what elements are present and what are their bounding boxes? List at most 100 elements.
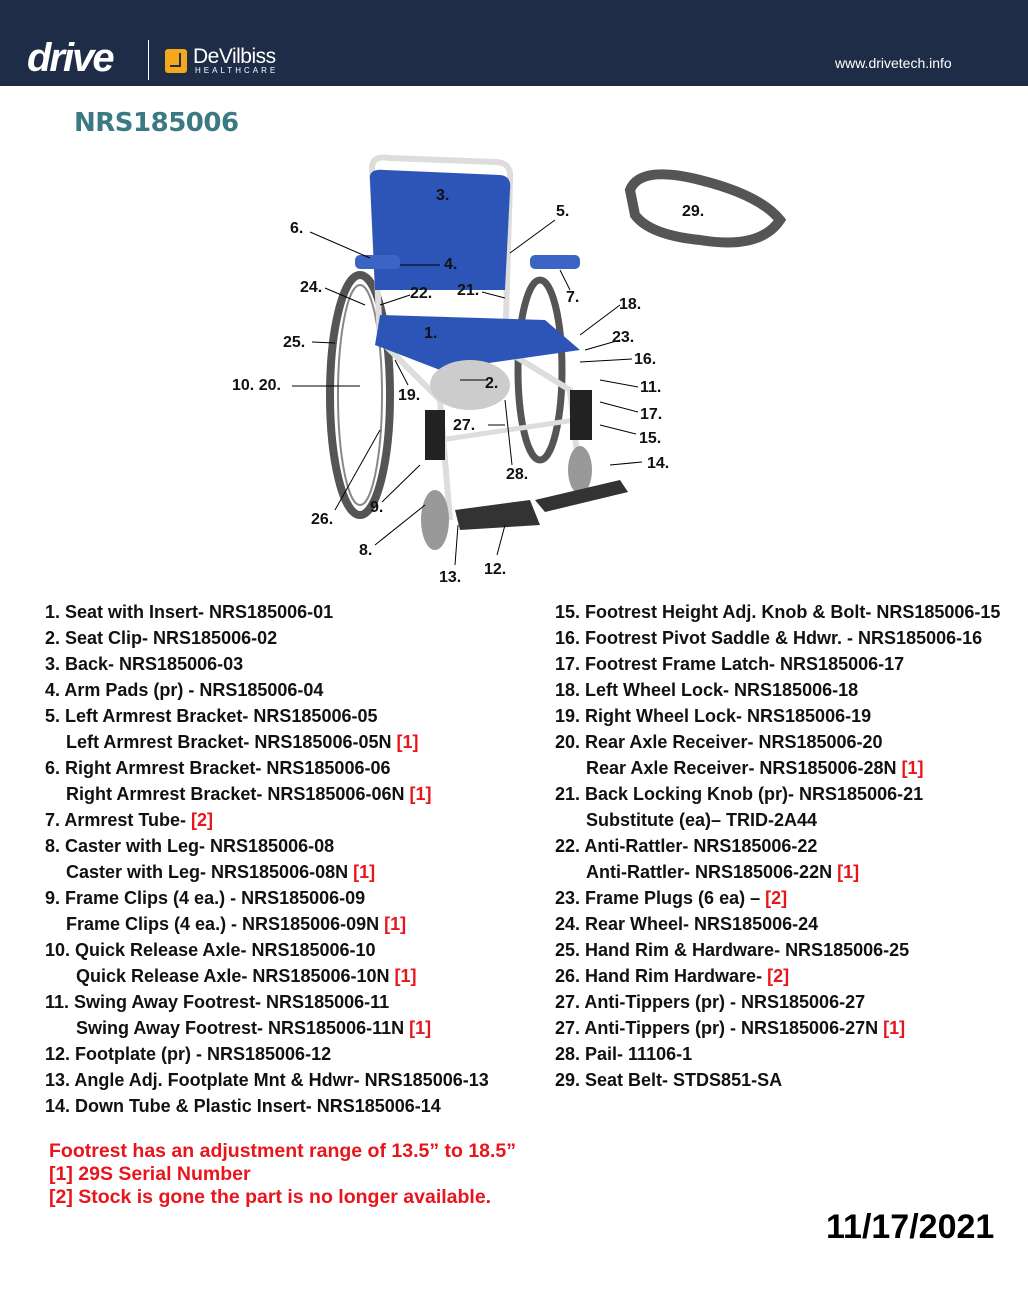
part-list-item: 17. Footrest Frame Latch- NRS185006-17 — [555, 651, 1000, 677]
part-description: 3. Back- NRS185006-03 — [45, 654, 244, 674]
callout-label: 10. 20. — [232, 377, 281, 394]
part-description: Anti-Rattler- NRS185006-22N — [586, 862, 833, 882]
part-list-item: 24. Rear Wheel- NRS185006-24 — [555, 911, 1000, 937]
footrest-range-note: Footrest has an adjustment range of 13.5… — [49, 1140, 517, 1162]
callout-label: 15. — [639, 430, 662, 447]
part-description: 27. Anti-Tippers (pr) - NRS185006-27 — [555, 992, 866, 1012]
callout-label: 26. — [311, 511, 334, 528]
part-list-item: 11. Swing Away Footrest- NRS185006-11 — [45, 989, 489, 1015]
part-list-item: Quick Release Axle- NRS185006-10N [1] — [45, 963, 489, 989]
callout-label: 6. — [290, 220, 304, 237]
part-list-item: 27. Anti-Tippers (pr) - NRS185006-27N [1… — [555, 1015, 1000, 1041]
part-description: Quick Release Axle- NRS185006-10N — [76, 966, 390, 986]
part-list-item: 26. Hand Rim Hardware- [2] — [555, 963, 1000, 989]
footnote-2: [2] Stock is gone the part is no longer … — [49, 1186, 492, 1208]
part-list-item: 18. Left Wheel Lock- NRS185006-18 — [555, 677, 1000, 703]
part-list-item: 3. Back- NRS185006-03 — [45, 651, 489, 677]
part-list-item: 19. Right Wheel Lock- NRS185006-19 — [555, 703, 1000, 729]
part-list-item: 22. Anti-Rattler- NRS185006-22 — [555, 833, 1000, 859]
footnote-marker: [1] — [901, 758, 924, 778]
footnote-marker: [2] — [767, 966, 790, 986]
callout-label: 12. — [484, 561, 507, 578]
callout-label: 4. — [444, 256, 458, 273]
callout-label: 28. — [506, 466, 529, 483]
part-list-item: 5. Left Armrest Bracket- NRS185006-05 — [45, 703, 489, 729]
part-list-item: Swing Away Footrest- NRS185006-11N [1] — [45, 1015, 489, 1041]
devilbiss-logo: DeVilbiss — [193, 45, 276, 68]
part-list-item: Left Armrest Bracket- NRS185006-05N [1] — [45, 729, 489, 755]
part-description: Caster with Leg- NRS185006-08N — [66, 862, 349, 882]
callout-label: 18. — [619, 296, 642, 313]
part-description: 14. Down Tube & Plastic Insert- NRS18500… — [45, 1096, 441, 1116]
part-list-item: 8. Caster with Leg- NRS185006-08 — [45, 833, 489, 859]
footnote-marker: [2] — [765, 888, 788, 908]
callout-label: 17. — [640, 406, 663, 423]
footnotes: Footrest has an adjustment range of 13.5… — [49, 1140, 516, 1209]
part-list-item: 10. Quick Release Axle- NRS185006-10 — [45, 937, 489, 963]
part-description: 11. Swing Away Footrest- NRS185006-11 — [45, 992, 390, 1012]
callout-label: 14. — [647, 455, 670, 472]
footnote-marker: [1] — [409, 1018, 432, 1038]
part-description: 17. Footrest Frame Latch- NRS185006-17 — [555, 654, 905, 674]
part-description: 29. Seat Belt- STDS851-SA — [555, 1070, 783, 1090]
devilbiss-logo-icon — [165, 49, 187, 73]
callout-label: 5. — [556, 203, 570, 220]
part-description: 28. Pail- 11106-1 — [555, 1044, 693, 1064]
logo-divider — [148, 40, 149, 80]
part-description: Right Armrest Bracket- NRS185006-06N — [66, 784, 405, 804]
callout-label: 13. — [439, 569, 462, 586]
part-list-item: 20. Rear Axle Receiver- NRS185006-20 — [555, 729, 1000, 755]
callout-label: 8. — [359, 542, 373, 559]
part-list-item: 27. Anti-Tippers (pr) - NRS185006-27 — [555, 989, 1000, 1015]
part-description: 22. Anti-Rattler- NRS185006-22 — [555, 836, 818, 856]
part-list-item: 7. Armrest Tube- [2] — [45, 807, 489, 833]
part-description: Frame Clips (4 ea.) - NRS185006-09N — [66, 914, 380, 934]
part-description: 7. Armrest Tube- — [45, 810, 187, 830]
part-list-item: Right Armrest Bracket- NRS185006-06N [1] — [45, 781, 489, 807]
callout-label: 2. — [485, 375, 499, 392]
part-description: Left Armrest Bracket- NRS185006-05N — [66, 732, 392, 752]
website-url[interactable]: www.drivetech.info — [835, 55, 952, 71]
part-list-item: Anti-Rattler- NRS185006-22N [1] — [555, 859, 1000, 885]
part-description: 12. Footplate (pr) - NRS185006-12 — [45, 1044, 332, 1064]
callout-label: 21. — [457, 282, 480, 299]
part-description: 23. Frame Plugs (6 ea) – — [555, 888, 761, 908]
model-number-title: NRS185006 — [74, 108, 239, 138]
part-list-item: 9. Frame Clips (4 ea.) - NRS185006-09 — [45, 885, 489, 911]
part-list-item: 15. Footrest Height Adj. Knob & Bolt- NR… — [555, 599, 1000, 625]
part-description: 15. Footrest Height Adj. Knob & Bolt- NR… — [555, 602, 1001, 622]
part-list-item: 21. Back Locking Knob (pr)- NRS185006-21 — [555, 781, 1000, 807]
callout-label: 11. — [640, 379, 662, 396]
header-bar: drive DeVilbiss HEALTHCARE www.drivetech… — [0, 0, 1028, 86]
part-list-item: 29. Seat Belt- STDS851-SA — [555, 1067, 1000, 1093]
document-date: 11/17/2021 — [826, 1208, 995, 1246]
callout-label: 24. — [300, 279, 323, 296]
exploded-parts-diagram: 3. 5. 29. 6. 4. 24. 22. 21. 7. 18. 25. 1… — [0, 140, 1028, 590]
part-list-item: 1. Seat with Insert- NRS185006-01 — [45, 599, 489, 625]
footnote-marker: [1] — [837, 862, 860, 882]
part-description: 26. Hand Rim Hardware- — [555, 966, 763, 986]
part-description: 18. Left Wheel Lock- NRS185006-18 — [555, 680, 859, 700]
part-list-item: Rear Axle Receiver- NRS185006-28N [1] — [555, 755, 1000, 781]
part-description: Substitute (ea)– TRID-2A44 — [586, 810, 818, 830]
part-description: 6. Right Armrest Bracket- NRS185006-06 — [45, 758, 391, 778]
part-description: 25. Hand Rim & Hardware- NRS185006-25 — [555, 940, 910, 960]
callout-label: 22. — [410, 285, 433, 302]
part-description: 10. Quick Release Axle- NRS185006-10 — [45, 940, 376, 960]
part-description: 16. Footrest Pivot Saddle & Hdwr. - NRS1… — [555, 628, 983, 648]
part-list-item: 16. Footrest Pivot Saddle & Hdwr. - NRS1… — [555, 625, 1000, 651]
footnote-marker: [1] — [883, 1018, 906, 1038]
part-description: 1. Seat with Insert- NRS185006-01 — [45, 602, 334, 622]
part-description: 19. Right Wheel Lock- NRS185006-19 — [555, 706, 872, 726]
callout-label: 19. — [398, 387, 421, 404]
part-list-item: 13. Angle Adj. Footplate Mnt & Hdwr- NRS… — [45, 1067, 489, 1093]
part-list-item: 28. Pail- 11106-1 — [555, 1041, 1000, 1067]
part-description: Swing Away Footrest- NRS185006-11N — [76, 1018, 405, 1038]
part-list-item: Caster with Leg- NRS185006-08N [1] — [45, 859, 489, 885]
devilbiss-logo-sub: HEALTHCARE — [195, 66, 279, 75]
callout-label: 29. — [682, 203, 705, 220]
footnote-marker: [1] — [394, 966, 417, 986]
part-list-item: Frame Clips (4 ea.) - NRS185006-09N [1] — [45, 911, 489, 937]
footnote-1: [1] 29S Serial Number — [49, 1163, 251, 1185]
part-description: Rear Axle Receiver- NRS185006-28N — [586, 758, 897, 778]
